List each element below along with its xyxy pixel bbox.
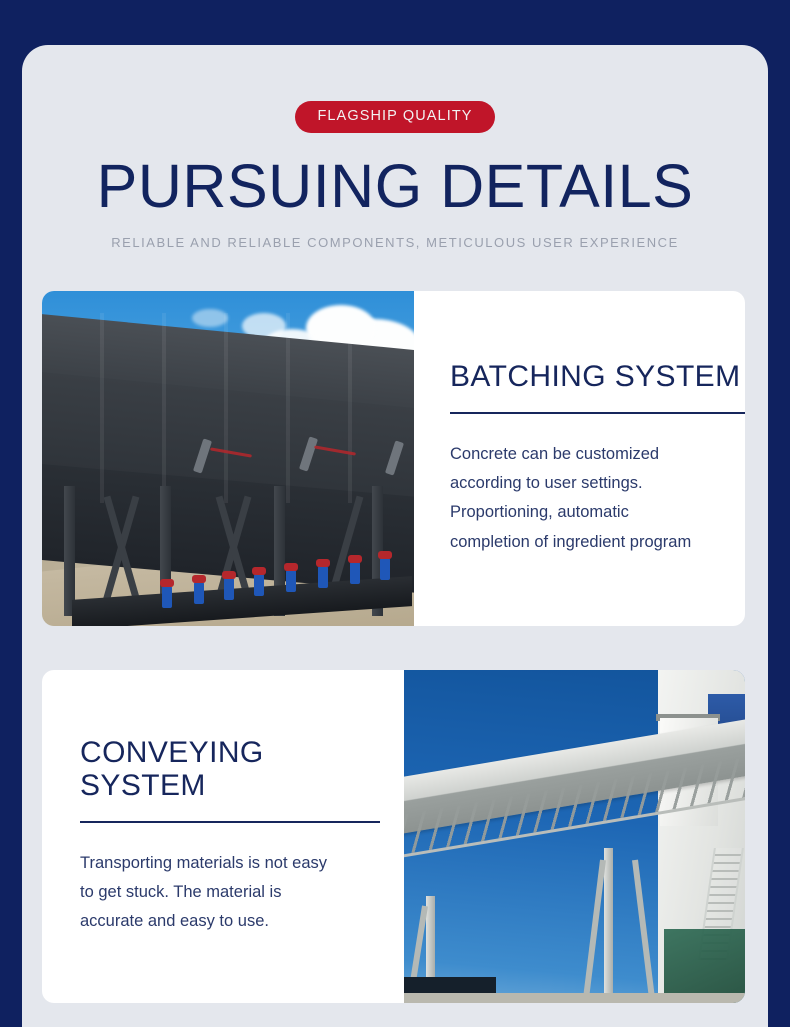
conveying-system-image [404,670,745,1003]
batching-system-copy: BATCHING SYSTEM Concrete can be customiz… [414,291,745,626]
conveying-system-heading: CONVEYING SYSTEM [80,736,264,803]
feature-card-conveying-system: CONVEYING SYSTEM Transporting materials … [42,670,745,1003]
conveying-system-copy: CONVEYING SYSTEM Transporting materials … [42,670,404,1003]
conveying-system-body: Transporting materials is not easy to ge… [80,853,327,931]
flagship-quality-badge: FLAGSHIP QUALITY [295,101,495,133]
feature-card-batching-system: BATCHING SYSTEM Concrete can be customiz… [42,291,745,626]
batching-system-image [42,291,414,626]
page-subtitle: RELIABLE AND RELIABLE COMPONENTS, METICU… [111,234,679,250]
page-title: PURSUING DETAILS [96,151,694,220]
batching-system-heading: BATCHING SYSTEM [450,359,741,393]
batching-system-body: Concrete can be customized according to … [450,444,692,551]
heading-divider [80,821,380,823]
page-header: FLAGSHIP QUALITY PURSUING DETAILS RELIAB… [22,45,768,250]
content-panel: FLAGSHIP QUALITY PURSUING DETAILS RELIAB… [22,45,768,1027]
heading-divider [450,411,745,414]
